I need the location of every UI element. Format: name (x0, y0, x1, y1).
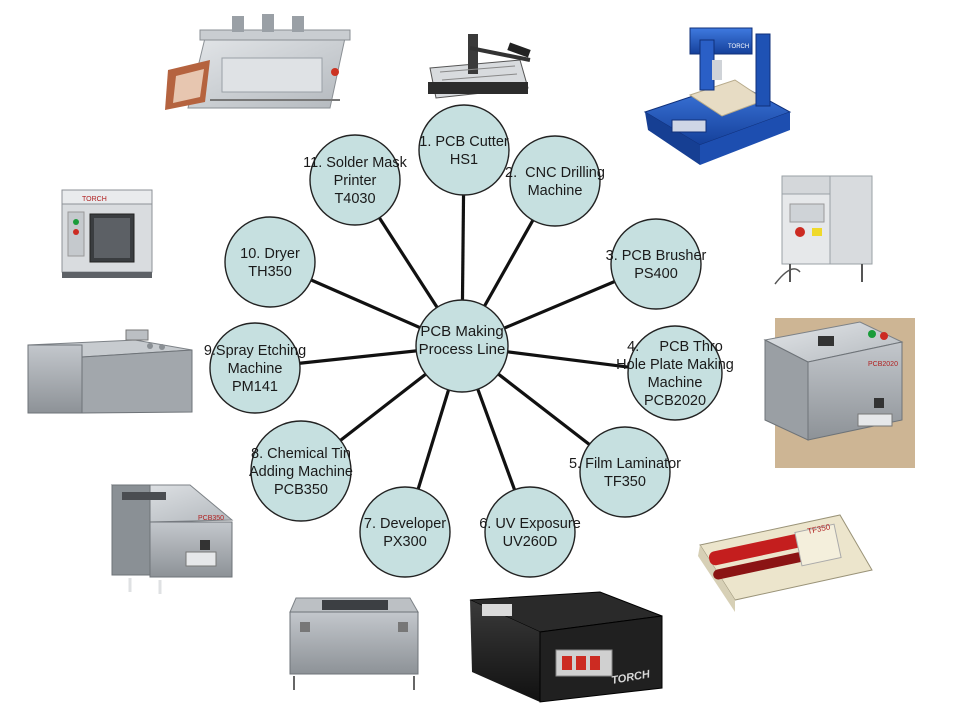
cnc-drilling-image: TORCH (643, 27, 792, 165)
node-label-thro-hole-plate-line: PCB2020 (644, 393, 706, 409)
node-label-solder-mask-line: Printer (334, 173, 377, 189)
node-circle-chemical-tin (250, 420, 352, 522)
node-label-solder-mask-line: T4030 (334, 191, 375, 207)
node-circle-pcb-brusher (610, 218, 702, 310)
node-circle-uv-exposure (484, 486, 576, 578)
node-label-thro-hole-plate-line: 4. PCB Thro (627, 339, 723, 355)
node-circle-thro-hole-plate (627, 325, 723, 421)
node-label-film-laminator-line: TF350 (604, 474, 646, 490)
cnc-brand-label: TORCH (728, 44, 749, 50)
pcb-brusher-image (774, 175, 873, 285)
pcb-cutter-image (428, 34, 531, 99)
node-circle-dryer (224, 216, 316, 308)
node-label-cnc-drilling-line: 2. CNC Drilling (505, 165, 605, 181)
node-label-pcb-brusher-line: PS400 (634, 266, 678, 282)
dryer-image: TORCH (61, 189, 153, 278)
node-label-thro-hole-plate-line: Hole Plate Making (616, 357, 734, 373)
node-label-pcb-cutter-line: 1. PCB Cutter (419, 134, 509, 150)
node-label-film-laminator-line: 5. Film Laminator (569, 456, 681, 472)
node-label-dryer-line: TH350 (248, 264, 292, 280)
spray-etching-image (27, 329, 193, 414)
node-circle-spray-etching (209, 322, 301, 414)
node-label-uv-exposure-line: 6. UV Exposure (479, 516, 581, 532)
node-circle-pcb-cutter (418, 104, 510, 196)
node-circle-developer (359, 486, 451, 578)
thro-hole-plate-image: PCB2020 (763, 318, 915, 468)
node-circle-cnc-drilling (509, 135, 601, 227)
solder-mask-printer-image (165, 14, 351, 110)
node-label-chemical-tin-line: 8. Chemical Tin (251, 446, 351, 462)
node-label-thro-hole-plate-line: Machine (648, 375, 703, 391)
node-label-developer-line: PX300 (383, 534, 427, 550)
node-label-spray-etching-line: Machine (228, 361, 283, 377)
center-circle (415, 299, 509, 393)
node-label-pcb-cutter-line: HS1 (450, 152, 478, 168)
pcb350-brand-label: PCB350 (198, 515, 224, 522)
dryer-brand-label: TORCH (82, 196, 107, 203)
node-label-uv-exposure-line: UV260D (503, 534, 558, 550)
developer-image (289, 597, 419, 690)
center-label-line: PCB Making (420, 323, 503, 340)
node-label-spray-etching-line: 9.Spray Etching (204, 343, 306, 359)
node-label-dryer-line: 10. Dryer (240, 246, 300, 262)
node-label-pcb-brusher-line: 3. PCB Brusher (606, 248, 707, 264)
node-label-chemical-tin-line: PCB350 (274, 482, 328, 498)
center-label-line: Process Line (419, 341, 506, 358)
node-circle-solder-mask (309, 134, 401, 226)
node-label-chemical-tin-line: Adding Machine (249, 464, 353, 480)
node-label-cnc-drilling-line: Machine (528, 183, 583, 199)
uv-exposure-image: TORCH (469, 591, 663, 703)
film-laminator-image: TF350 (698, 514, 873, 612)
pcb2020-brand-label: PCB2020 (868, 361, 898, 368)
node-label-spray-etching-line: PM141 (232, 379, 278, 395)
node-circle-film-laminator (579, 426, 671, 518)
node-label-developer-line: 7. Developer (364, 516, 446, 532)
chemical-tin-image: PCB350 (110, 484, 234, 594)
node-label-solder-mask-line: 11. Solder Mask (303, 155, 407, 171)
